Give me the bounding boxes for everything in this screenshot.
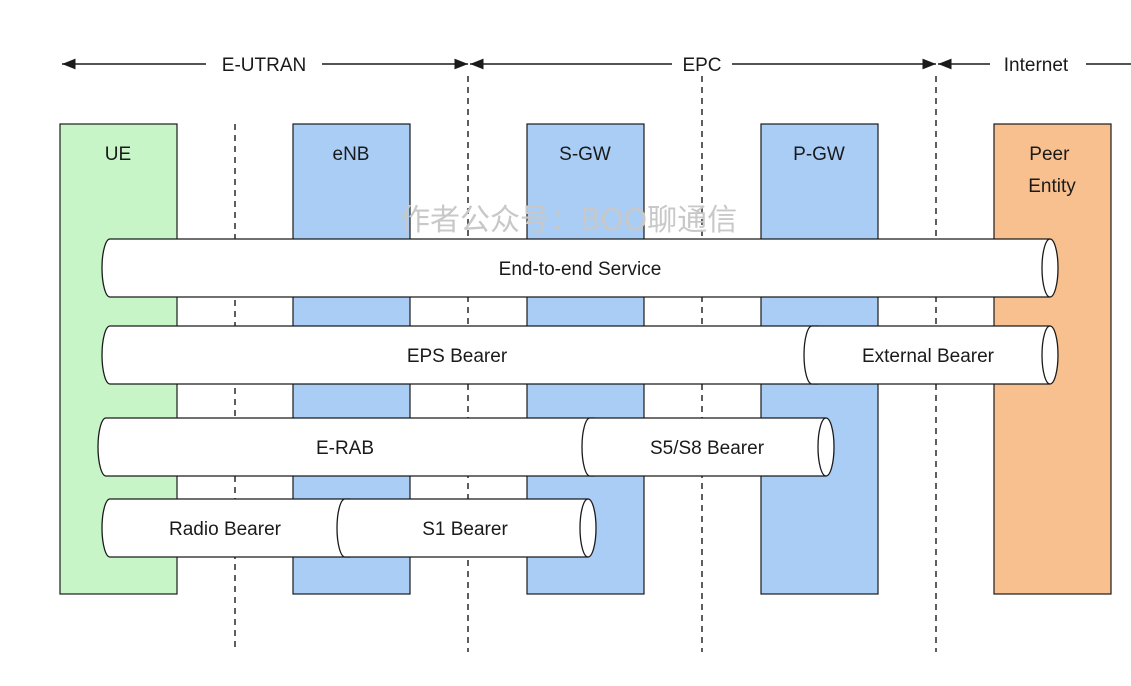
bearer-label-eps-bearer: EPS Bearer: [407, 346, 508, 367]
bearer-label-s5s8-bearer: S5/S8 Bearer: [650, 438, 765, 459]
bearer-label-radio-bearer: Radio Bearer: [169, 519, 282, 540]
node-label-enb: eNB: [333, 144, 370, 165]
region-epc: EPC: [470, 52, 936, 76]
region-label-epc: EPC: [682, 55, 721, 76]
region-headers: E-UTRAN EPC Internet: [62, 52, 1131, 76]
node-label-ue: UE: [105, 144, 131, 165]
bearer-pipe-s1-bearer: [336, 498, 597, 558]
bearer-label-end-to-end-service: End-to-end Service: [499, 259, 662, 280]
node-labels: UE eNB S-GW P-GW Peer Entity: [105, 144, 1076, 197]
bearer-pipe-s5s8-bearer: [581, 417, 835, 477]
bearer-labels: End-to-end Service EPS Bearer External B…: [169, 259, 995, 540]
region-internet: Internet: [938, 52, 1131, 76]
region-label-eutran: E-UTRAN: [222, 55, 306, 76]
region-eutran: E-UTRAN: [62, 52, 468, 76]
bearer-label-s1-bearer: S1 Bearer: [422, 519, 508, 540]
node-label-pgw: P-GW: [793, 144, 845, 165]
bearer-pipe-end-to-end-service: [101, 238, 1059, 298]
watermark-text: 作者公众号：BOO聊通信: [400, 203, 737, 238]
node-label-sgw: S-GW: [559, 144, 611, 165]
bearer-label-external-bearer: External Bearer: [862, 346, 995, 367]
region-label-internet: Internet: [1004, 55, 1069, 76]
bearer-label-e-rab: E-RAB: [316, 438, 374, 459]
node-label-peer: Peer Entity: [1028, 144, 1076, 197]
bearer-pipe-external-bearer: [803, 325, 1059, 385]
bearer-pipes: [97, 238, 1059, 558]
